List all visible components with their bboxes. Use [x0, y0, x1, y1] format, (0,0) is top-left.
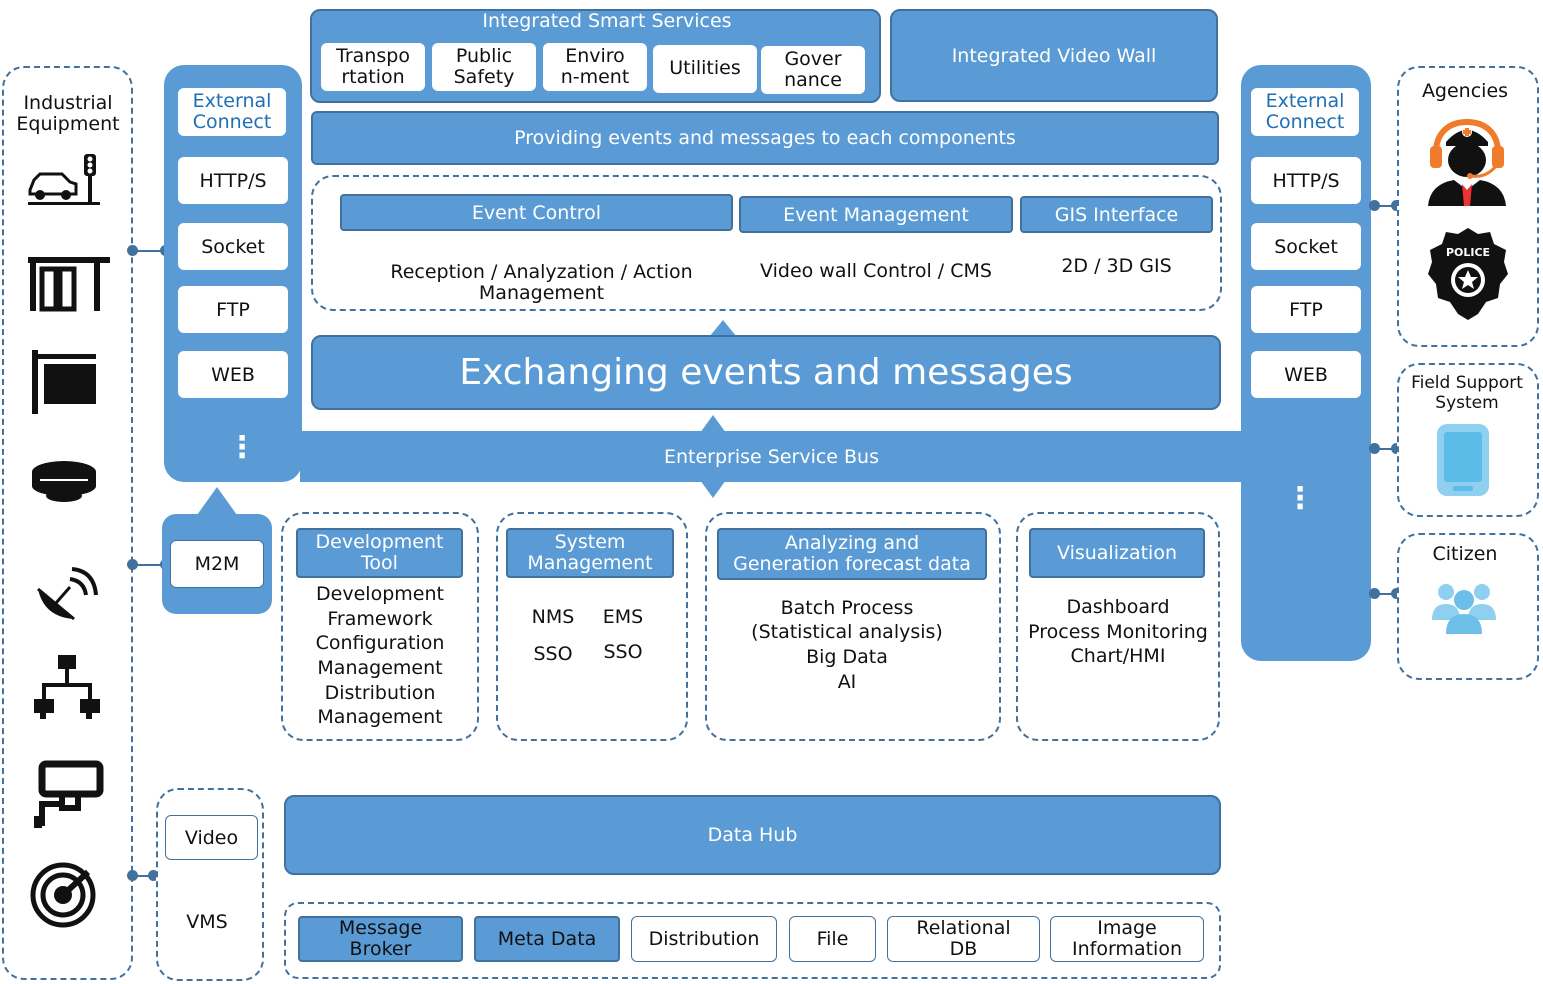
- connector-line: [1371, 448, 1397, 450]
- m2m-box: M2M: [170, 540, 264, 588]
- smoke-detector-icon: [30, 458, 98, 506]
- connector-dot: [127, 870, 138, 881]
- field-support-title: Field Support System: [1411, 372, 1523, 413]
- right-external-connect-title: External Connect: [1251, 88, 1359, 136]
- radar-icon: [30, 862, 96, 928]
- vms-label: VMS: [186, 911, 228, 933]
- esb-label: Enterprise Service Bus: [663, 445, 879, 468]
- connector-line: [1371, 593, 1397, 595]
- gis-interface-body: 2D / 3D GIS: [1061, 255, 1172, 277]
- connector-line: [1371, 205, 1397, 207]
- esb-down-arrow: [700, 480, 726, 498]
- connector-dot: [1369, 443, 1380, 454]
- connector-line: [133, 564, 167, 566]
- message-broker-box: Message Broker: [298, 916, 463, 962]
- sso-label: SSO: [533, 643, 573, 665]
- police-badge-text: POLICE: [1446, 246, 1490, 259]
- left-more-indicator: ⋮: [227, 429, 257, 465]
- data-hub-bar: Data Hub: [284, 795, 1221, 875]
- providing-events-bar: Providing events and messages to each co…: [311, 111, 1219, 165]
- connector-dot: [127, 559, 138, 570]
- distribution-box: Distribution: [631, 916, 777, 962]
- service-utilities: Utilities: [653, 45, 757, 93]
- event-management-header: Event Management: [739, 196, 1013, 233]
- connector-line: [133, 250, 167, 252]
- industrial-equipment-panel: [2, 66, 133, 980]
- right-web-item: WEB: [1251, 351, 1361, 398]
- visualization-body: Dashboard Process Monitoring Chart/HMI: [1028, 595, 1208, 668]
- video-box: Video: [165, 815, 258, 860]
- enterprise-service-bus: Enterprise Service Bus: [300, 431, 1243, 482]
- analyzing-header: Analyzing and Generation forecast data: [717, 528, 987, 580]
- connector-dot: [1369, 200, 1380, 211]
- visualization-header: Visualization: [1029, 528, 1205, 578]
- esb-up-arrow: [700, 415, 726, 433]
- service-governance: Gover nance: [761, 46, 865, 94]
- ems-label: EMS: [602, 606, 644, 628]
- car-traffic-light-icon: [26, 150, 102, 208]
- connector-dot: [1391, 200, 1402, 211]
- m2m-arrow: [197, 487, 237, 515]
- left-web-item: WEB: [178, 351, 288, 398]
- event-control-body: Reception / Analyzation / Action Managem…: [390, 260, 693, 304]
- image-information-box: Image Information: [1050, 916, 1204, 962]
- exchanging-up-arrow: [710, 320, 736, 336]
- left-ftp-item: FTP: [178, 286, 288, 333]
- file-box: File: [789, 916, 876, 962]
- event-management-body: Video wall Control / CMS: [760, 260, 992, 282]
- exchanging-events-bar: Exchanging events and messages: [311, 335, 1221, 410]
- right-http-item: HTTP/S: [1251, 157, 1361, 204]
- signboard-icon: [30, 350, 100, 414]
- network-hierarchy-icon: [32, 655, 102, 721]
- connector-dot: [148, 870, 159, 881]
- right-socket-item: Socket: [1251, 223, 1361, 270]
- connector-dot: [1391, 588, 1402, 599]
- nms-label: NMS: [531, 606, 575, 628]
- cctv-camera-icon: [34, 760, 104, 828]
- relational-db-box: Relational DB: [887, 916, 1040, 962]
- integrated-video-wall: Integrated Video Wall: [890, 9, 1218, 102]
- police-badge-icon: POLICE: [1426, 226, 1510, 322]
- smart-services-title: Integrated Smart Services: [482, 10, 732, 32]
- development-tool-header: Development Tool: [296, 528, 463, 578]
- connector-dot: [127, 245, 138, 256]
- analyzing-body: Batch Process (Statistical analysis) Big…: [751, 596, 943, 693]
- satellite-dish-icon: [34, 565, 104, 625]
- citizen-title: Citizen: [1432, 543, 1498, 565]
- industrial-equipment-title: Industrial Equipment: [16, 91, 120, 135]
- development-tool-body: Development Framework Configuration Mana…: [315, 582, 445, 729]
- gis-interface-header: GIS Interface: [1020, 196, 1213, 233]
- event-control-header: Event Control: [340, 194, 733, 231]
- left-external-connect-title: External Connect: [178, 88, 286, 136]
- service-environment: Enviro n-ment: [543, 43, 647, 91]
- emergency-operator-icon: [1424, 118, 1510, 208]
- gate-icon: [28, 255, 110, 313]
- connector-line: [133, 875, 157, 877]
- left-socket-item: Socket: [178, 223, 288, 270]
- service-public-safety: Public Safety: [432, 43, 536, 91]
- left-http-item: HTTP/S: [178, 157, 288, 204]
- system-management-header: System Management: [506, 528, 674, 578]
- connector-dot: [1369, 588, 1380, 599]
- service-transportation: Transpo rtation: [321, 43, 425, 91]
- meta-data-box: Meta Data: [474, 916, 620, 962]
- agencies-title: Agencies: [1421, 80, 1509, 102]
- connector-dot: [1391, 443, 1402, 454]
- right-ftp-item: FTP: [1251, 286, 1361, 333]
- sso-label: SSO: [603, 641, 643, 663]
- mobile-device-icon: [1435, 422, 1491, 498]
- right-more-indicator: ⋮: [1285, 480, 1315, 516]
- people-group-icon: [1430, 580, 1498, 634]
